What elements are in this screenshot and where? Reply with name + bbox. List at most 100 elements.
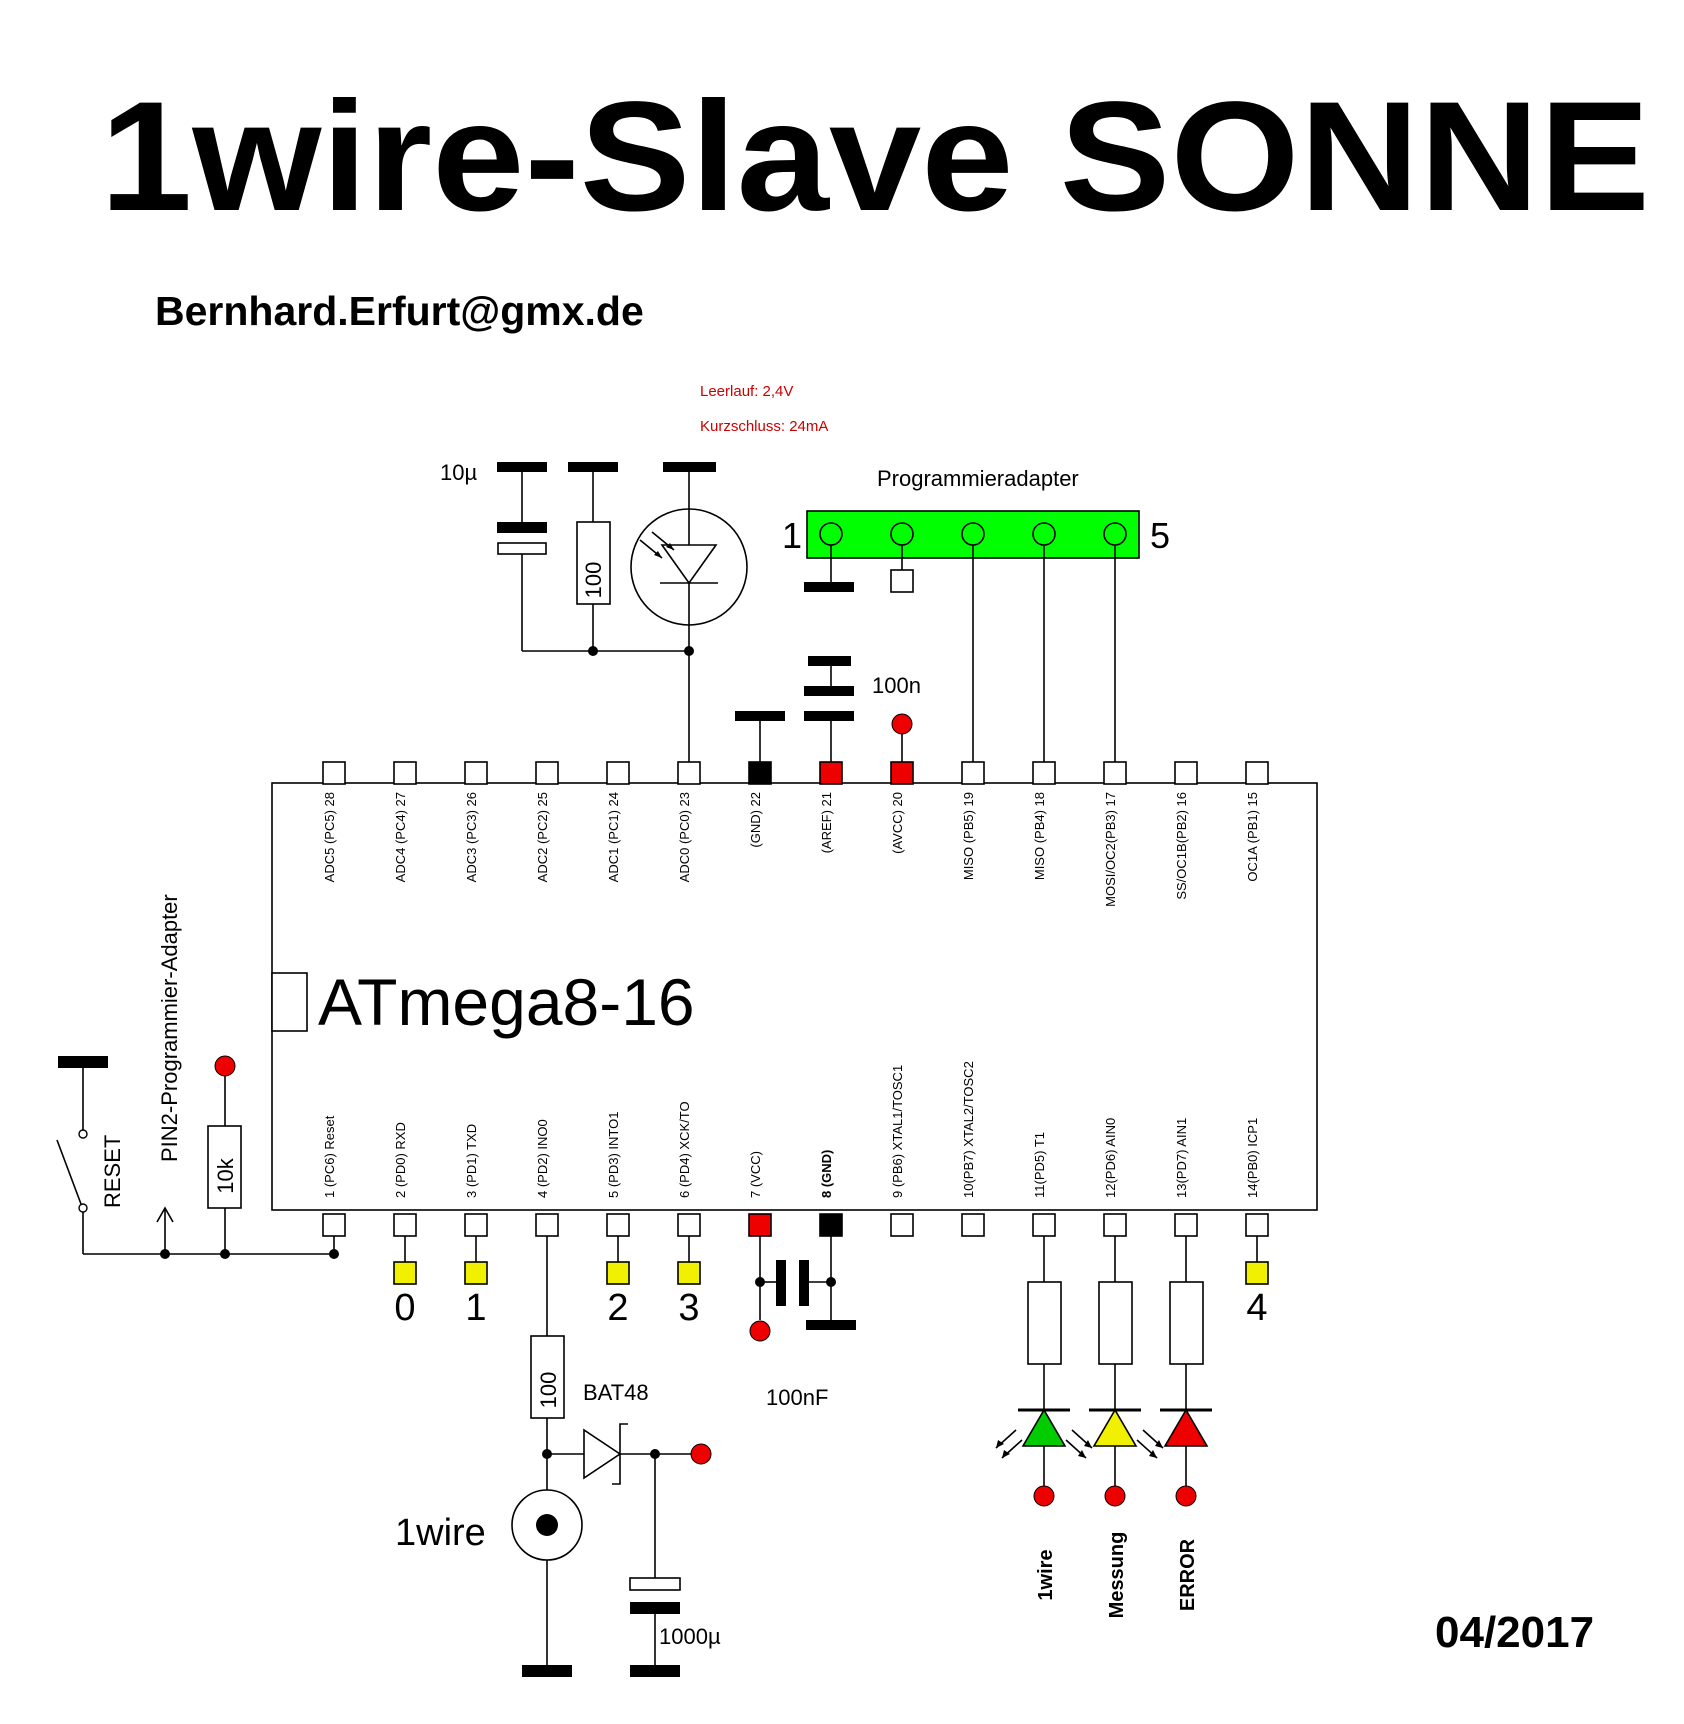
chip-pin-pad-top: [890, 761, 914, 785]
pin-label-top: (GND) 22: [748, 792, 763, 848]
pin-label-top: ADC5 (PC5) 28: [322, 792, 337, 882]
junction: [588, 646, 598, 656]
pin-label-bottom: 4 (PD2) INO0: [535, 1119, 550, 1198]
chip-pin-pad-top: [322, 761, 346, 785]
pin-label-top: ADC3 (PC3) 26: [464, 792, 479, 882]
pin-label-top: (AVCC) 20: [890, 792, 905, 854]
note-idle-voltage: Leerlauf: 2,4V: [700, 383, 793, 400]
junction: [329, 1249, 339, 1259]
chip-pin-pad-top: [748, 761, 772, 785]
pin-label-bottom: 6 (PD4) XCK/TO: [677, 1101, 692, 1198]
resistor-100-1wire: [530, 1335, 565, 1419]
led-label: ERROR: [1177, 1538, 1199, 1611]
chip-pin-pad-bottom: [1032, 1213, 1056, 1237]
io-label: 0: [394, 1287, 415, 1329]
pin-label-bottom: 2 (PD0) RXD: [393, 1122, 408, 1198]
vcc-dot: [891, 713, 913, 735]
junction: [220, 1249, 230, 1259]
chip-pin-pad-bottom: [748, 1213, 772, 1237]
resistor-10k-label: 10k: [213, 1157, 238, 1193]
photodiode: [630, 462, 748, 762]
pin-label-bottom: 3 (PD1) TXD: [464, 1124, 479, 1198]
gnd-symbol: [735, 711, 785, 721]
pin-label-bottom: 5 (PD3) INTO1: [606, 1112, 621, 1198]
vcc-dot: [214, 1055, 236, 1077]
resistor-100-1wire-label: 100: [536, 1372, 561, 1409]
cap-100n-label: 100n: [872, 673, 921, 698]
chip-pin-pad-bottom: [677, 1213, 701, 1237]
chip-pin-pad-top: [819, 761, 843, 785]
chip-notch: [271, 972, 308, 1032]
adapter-label: Programmieradapter: [877, 466, 1079, 491]
resistor-10k: [207, 1125, 242, 1209]
pin-label-bottom: 7 (VCC): [748, 1151, 763, 1198]
note-short-circuit: Kurzschluss: 24mA: [700, 418, 828, 435]
junction: [684, 646, 694, 656]
chip-name: ATmega8-16: [318, 965, 695, 1039]
junction: [755, 1277, 765, 1287]
chip-pin-pad-top: [1103, 761, 1127, 785]
pin-label-top: MISO (PB4) 18: [1032, 792, 1047, 880]
reset-switch: [56, 1139, 82, 1205]
adapter-pin-last: 5: [1150, 515, 1170, 556]
pin-label-top: SS/OC1B(PB2) 16: [1174, 792, 1189, 900]
cap-10u-label: 10µ: [440, 460, 477, 485]
chip-pin-pad-bottom: [464, 1213, 488, 1237]
vcc-dot: [690, 1443, 712, 1465]
chip-pin-pad-top: [1032, 761, 1056, 785]
vcc-dot: [749, 1320, 771, 1342]
led-label: Messung: [1106, 1532, 1128, 1619]
chip-pin-pad-bottom: [393, 1213, 417, 1237]
pin-label-top: ADC2 (PC2) 25: [535, 792, 550, 882]
chip-pin-pad-top: [1174, 761, 1198, 785]
chip-pin-pad-bottom: [961, 1213, 985, 1237]
chip-pin-pad-bottom: [1245, 1213, 1269, 1237]
pin-label-top: ADC4 (PC4) 27: [393, 792, 408, 882]
chip-pin-pad-top: [393, 761, 417, 785]
cap-1000u: [629, 1577, 681, 1591]
resistor-100-top-label: 100: [581, 562, 606, 599]
cap-10u: [497, 462, 547, 651]
pin-label-bottom: 9 (PB6) XTAL1/TOSC1: [890, 1065, 905, 1198]
pin-label-top: (AREF) 21: [819, 792, 834, 853]
gnd-symbol-cap: [630, 1665, 680, 1677]
led-error: [1160, 1236, 1212, 1507]
chip-pin-pad-top: [961, 761, 985, 785]
1wire-connector-label: 1wire: [395, 1512, 486, 1554]
chip-pin-pad-top: [535, 761, 559, 785]
adapter-pins: [819, 522, 1127, 546]
chip-pin-pad-bottom: [535, 1213, 559, 1237]
pin-label-bottom: 1 (PC6) Reset: [322, 1115, 337, 1198]
diode-label: BAT48: [583, 1380, 649, 1405]
chip-pin-pad-bottom: [1174, 1213, 1198, 1237]
pin-label-top: ADC1 (PC1) 24: [606, 792, 621, 882]
pin-label-top: OC1A (PB1) 15: [1245, 792, 1260, 882]
led-1wire: [995, 1236, 1093, 1507]
chip-body: [271, 782, 1318, 1211]
chip-pin-pad-bottom: [322, 1213, 346, 1237]
pin-label-bottom: 14(PB0) ICP1: [1245, 1118, 1260, 1198]
date: 04/2017: [1435, 1608, 1594, 1657]
chip-pin-pad-top: [1245, 761, 1269, 785]
chip-pin-pad-bottom: [1103, 1213, 1127, 1237]
pin-label-bottom: 10(PB7) XTAL2/TOSC2: [961, 1061, 976, 1198]
pin-label-top: ADC0 (PC0) 23: [677, 792, 692, 882]
gnd-symbol-1wire: [522, 1665, 572, 1677]
adapter-pin-first: 1: [782, 515, 802, 556]
cap-100nF-label: 100nF: [766, 1385, 828, 1410]
resistor-100-top: [568, 462, 618, 651]
chip-pin-pad-bottom: [890, 1213, 914, 1237]
junction: [160, 1249, 170, 1259]
diode-bat48: [547, 1423, 693, 1485]
io-label: 1: [465, 1287, 486, 1329]
pin-label-bottom: 11(PD5) T1: [1032, 1132, 1047, 1198]
cap-100n-aref: [804, 582, 854, 762]
io-label: 4: [1246, 1287, 1267, 1329]
pin-label-bottom: 13(PD7) AIN1: [1174, 1118, 1189, 1198]
chip-pin-pad-bottom: [606, 1213, 630, 1237]
reset-switch-label: RESET: [100, 1135, 125, 1208]
pin-label-bottom: 8 (GND): [819, 1150, 834, 1198]
cap-100nF: [776, 1260, 786, 1306]
chip-pin-pad-top: [606, 761, 630, 785]
